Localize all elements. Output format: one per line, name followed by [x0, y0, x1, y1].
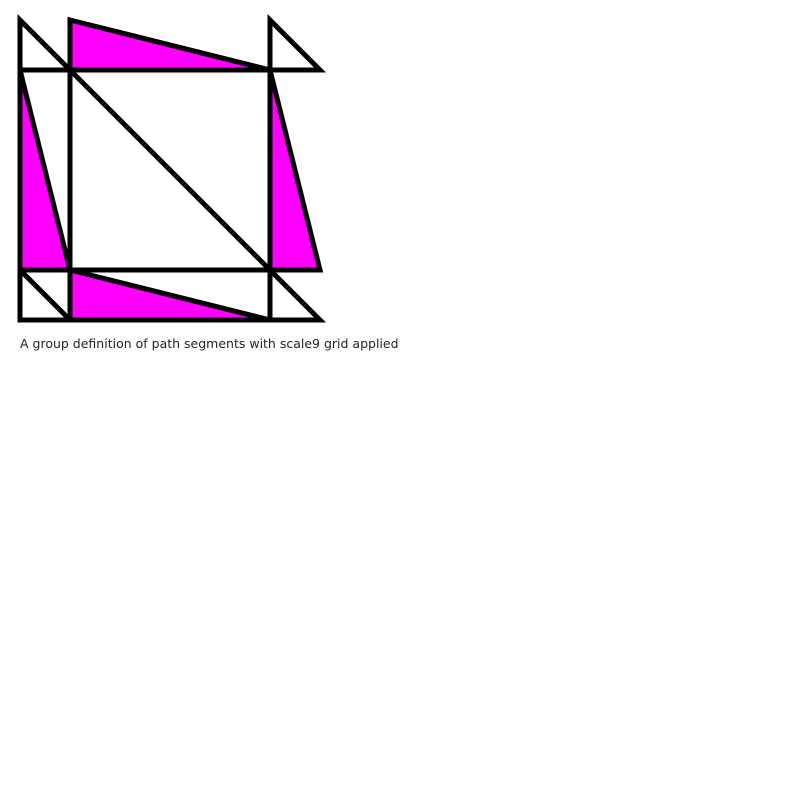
top-edge-magenta-triangle: [67, 16, 291, 73]
center-diagonal-line: [68, 68, 272, 272]
path-segments-group: [17, 13, 327, 323]
top-left-corner-triangle: [17, 13, 77, 73]
scale9-grid-diagram: [17, 13, 327, 323]
bottom-edge-magenta-triangle: [67, 266, 291, 323]
top-right-corner-triangle: [267, 13, 327, 73]
bottom-right-corner-triangle: [267, 263, 327, 323]
right-edge-magenta-triangle: [267, 49, 324, 273]
bottom-left-corner-triangle: [17, 263, 77, 323]
left-edge-magenta-triangle: [17, 49, 74, 273]
figure-caption: A group definition of path segments with…: [20, 336, 399, 351]
